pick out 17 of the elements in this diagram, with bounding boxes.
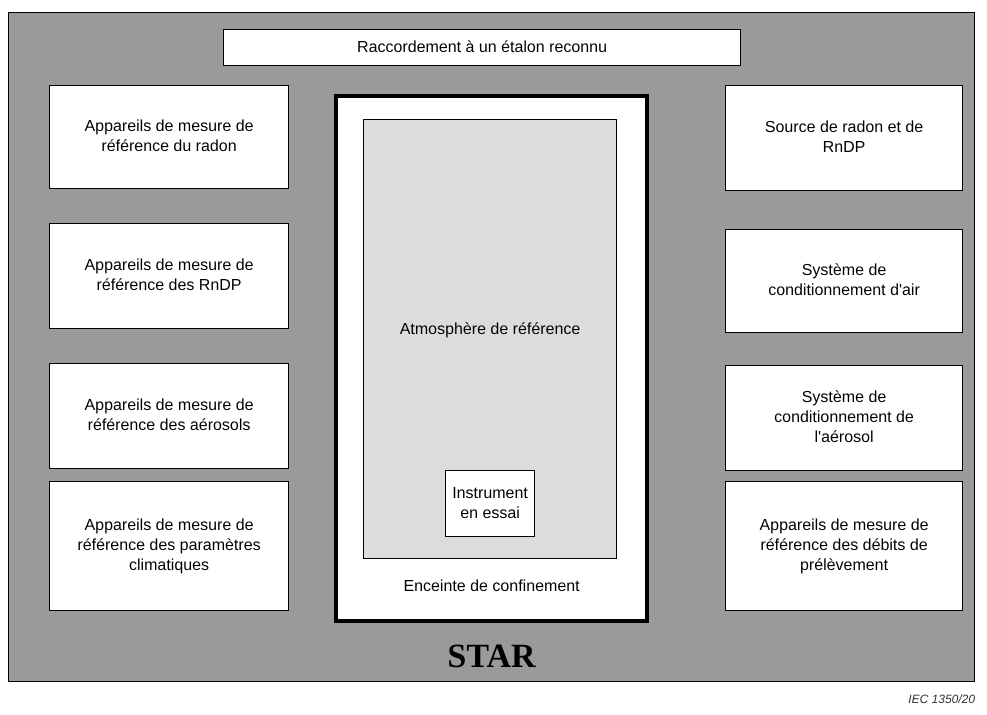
- enclosure-box: [334, 94, 649, 623]
- figure-reference: IEC 1350/20: [908, 692, 975, 706]
- device-box: Appareils de mesure de référence des débits de prélèvement: [725, 481, 963, 611]
- atmosphere-area: [363, 119, 617, 559]
- device-box: Appareils de mesure de référence du radon: [49, 85, 289, 189]
- device-box: Appareils de mesure de référence des aérosols: [49, 363, 289, 469]
- area-label: Atmosphère de référence: [398, 320, 582, 340]
- device-box: Système de conditionnement d'air: [725, 229, 963, 333]
- device-box: Appareils de mesure de référence des RnDP: [49, 223, 289, 329]
- device-box: Instrument en essai: [445, 470, 535, 537]
- facility-panel: [8, 12, 975, 682]
- device-box: Raccordement à un étalon reconnu: [223, 29, 741, 66]
- enclosure-label: Enceinte de confinement: [402, 577, 581, 597]
- device-box: Appareils de mesure de référence des paramètres climatiques: [49, 481, 289, 611]
- panel-title: STAR: [446, 637, 537, 677]
- device-box: Source de radon et de RnDP: [725, 85, 963, 191]
- device-box: Système de conditionnement de l'aérosol: [725, 365, 963, 471]
